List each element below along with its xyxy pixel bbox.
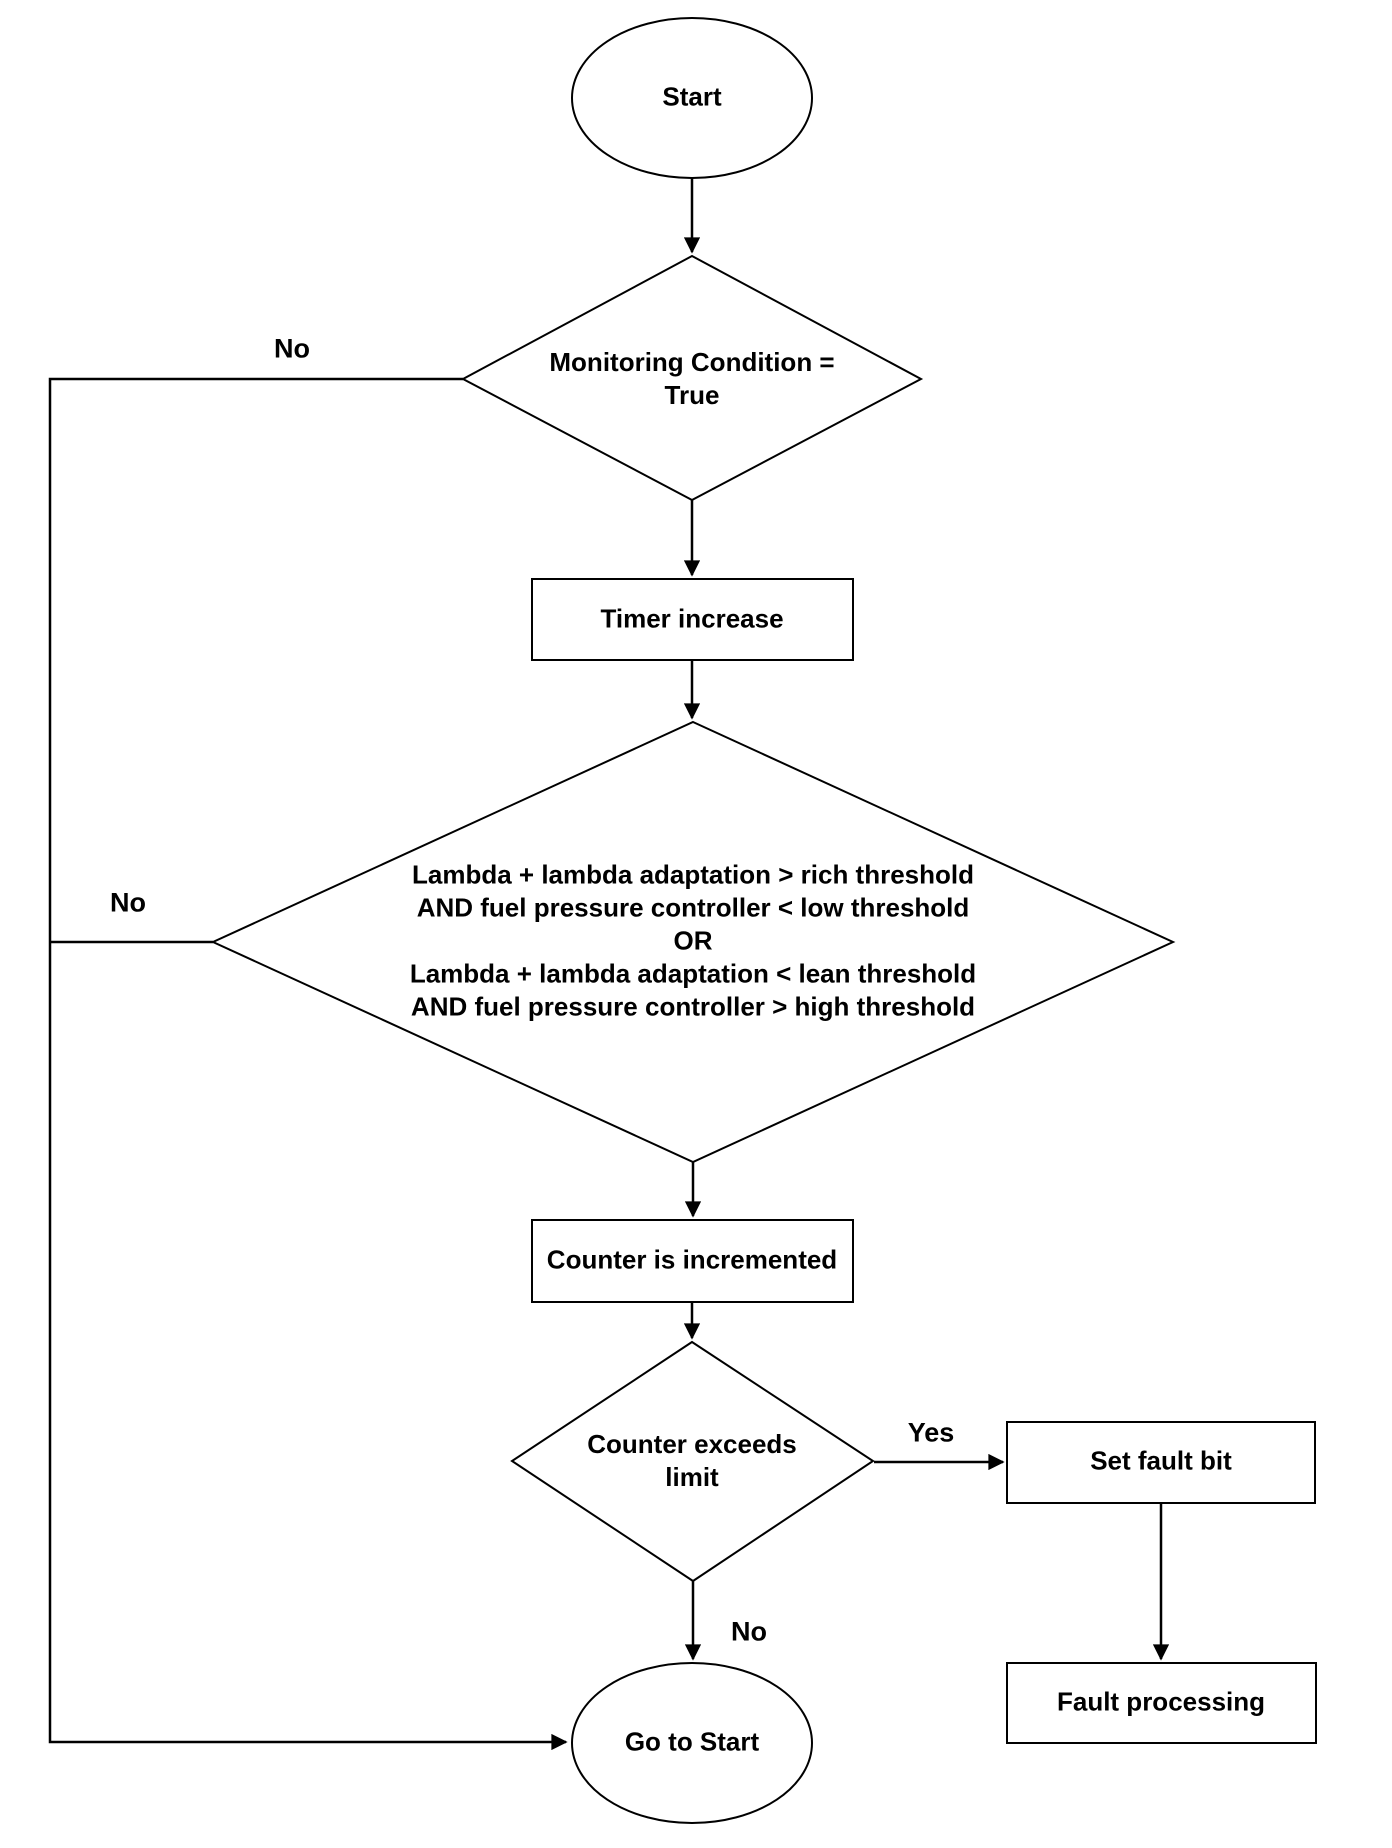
start-terminator-shape <box>571 17 813 179</box>
lambda-decision-line4: Lambda + lambda adaptation < lean thresh… <box>409 958 977 989</box>
timer-process-shape <box>531 578 854 661</box>
counter-limit-decision-label: Counter exceeds limit <box>587 1428 797 1494</box>
set-fault-process-label: Set fault bit <box>1090 1445 1232 1476</box>
fault-processing-process-shape <box>1006 1662 1317 1744</box>
counter-limit-decision-shape <box>510 1340 875 1583</box>
lambda-decision-label: Lambda + lambda adaptation > rich thresh… <box>410 859 976 1024</box>
lambda-decision-line5: AND fuel pressure controller > high thre… <box>410 991 976 1022</box>
goto-start-label: Go to Start <box>624 1726 760 1757</box>
counter-process-shape <box>531 1219 854 1303</box>
yes-counter-edge-label: Yes <box>907 1417 955 1448</box>
start-label: Start <box>662 81 722 112</box>
edge-no-return-path <box>48 377 568 1751</box>
monitoring-decision-line2: True <box>664 380 720 410</box>
lambda-decision-line2: AND fuel pressure controller < low thres… <box>416 892 970 923</box>
no-counter-edge-label: No <box>731 1616 767 1647</box>
no-monitoring-edge-label: No <box>274 333 310 364</box>
lambda-decision-shape <box>210 720 1176 1164</box>
set-fault-process-shape <box>1006 1421 1316 1504</box>
goto-start-terminator-shape <box>571 1662 813 1824</box>
timer-process-label: Timer increase <box>600 603 784 634</box>
fault-processing-process-label: Fault processing <box>1056 1686 1266 1717</box>
counter-limit-decision-line2: limit <box>665 1462 719 1492</box>
counter-limit-decision-line1: Counter exceeds <box>587 1429 797 1459</box>
counter-process-label: Counter is incremented <box>546 1244 838 1275</box>
monitoring-decision-shape <box>460 254 924 502</box>
monitoring-decision-line1: Monitoring Condition = <box>549 347 835 377</box>
monitoring-decision-label: Monitoring Condition = True <box>549 346 834 412</box>
lambda-decision-line3: OR <box>673 925 713 956</box>
lambda-decision-line1: Lambda + lambda adaptation > rich thresh… <box>412 859 974 890</box>
no-lambda-edge-label: No <box>110 887 146 918</box>
